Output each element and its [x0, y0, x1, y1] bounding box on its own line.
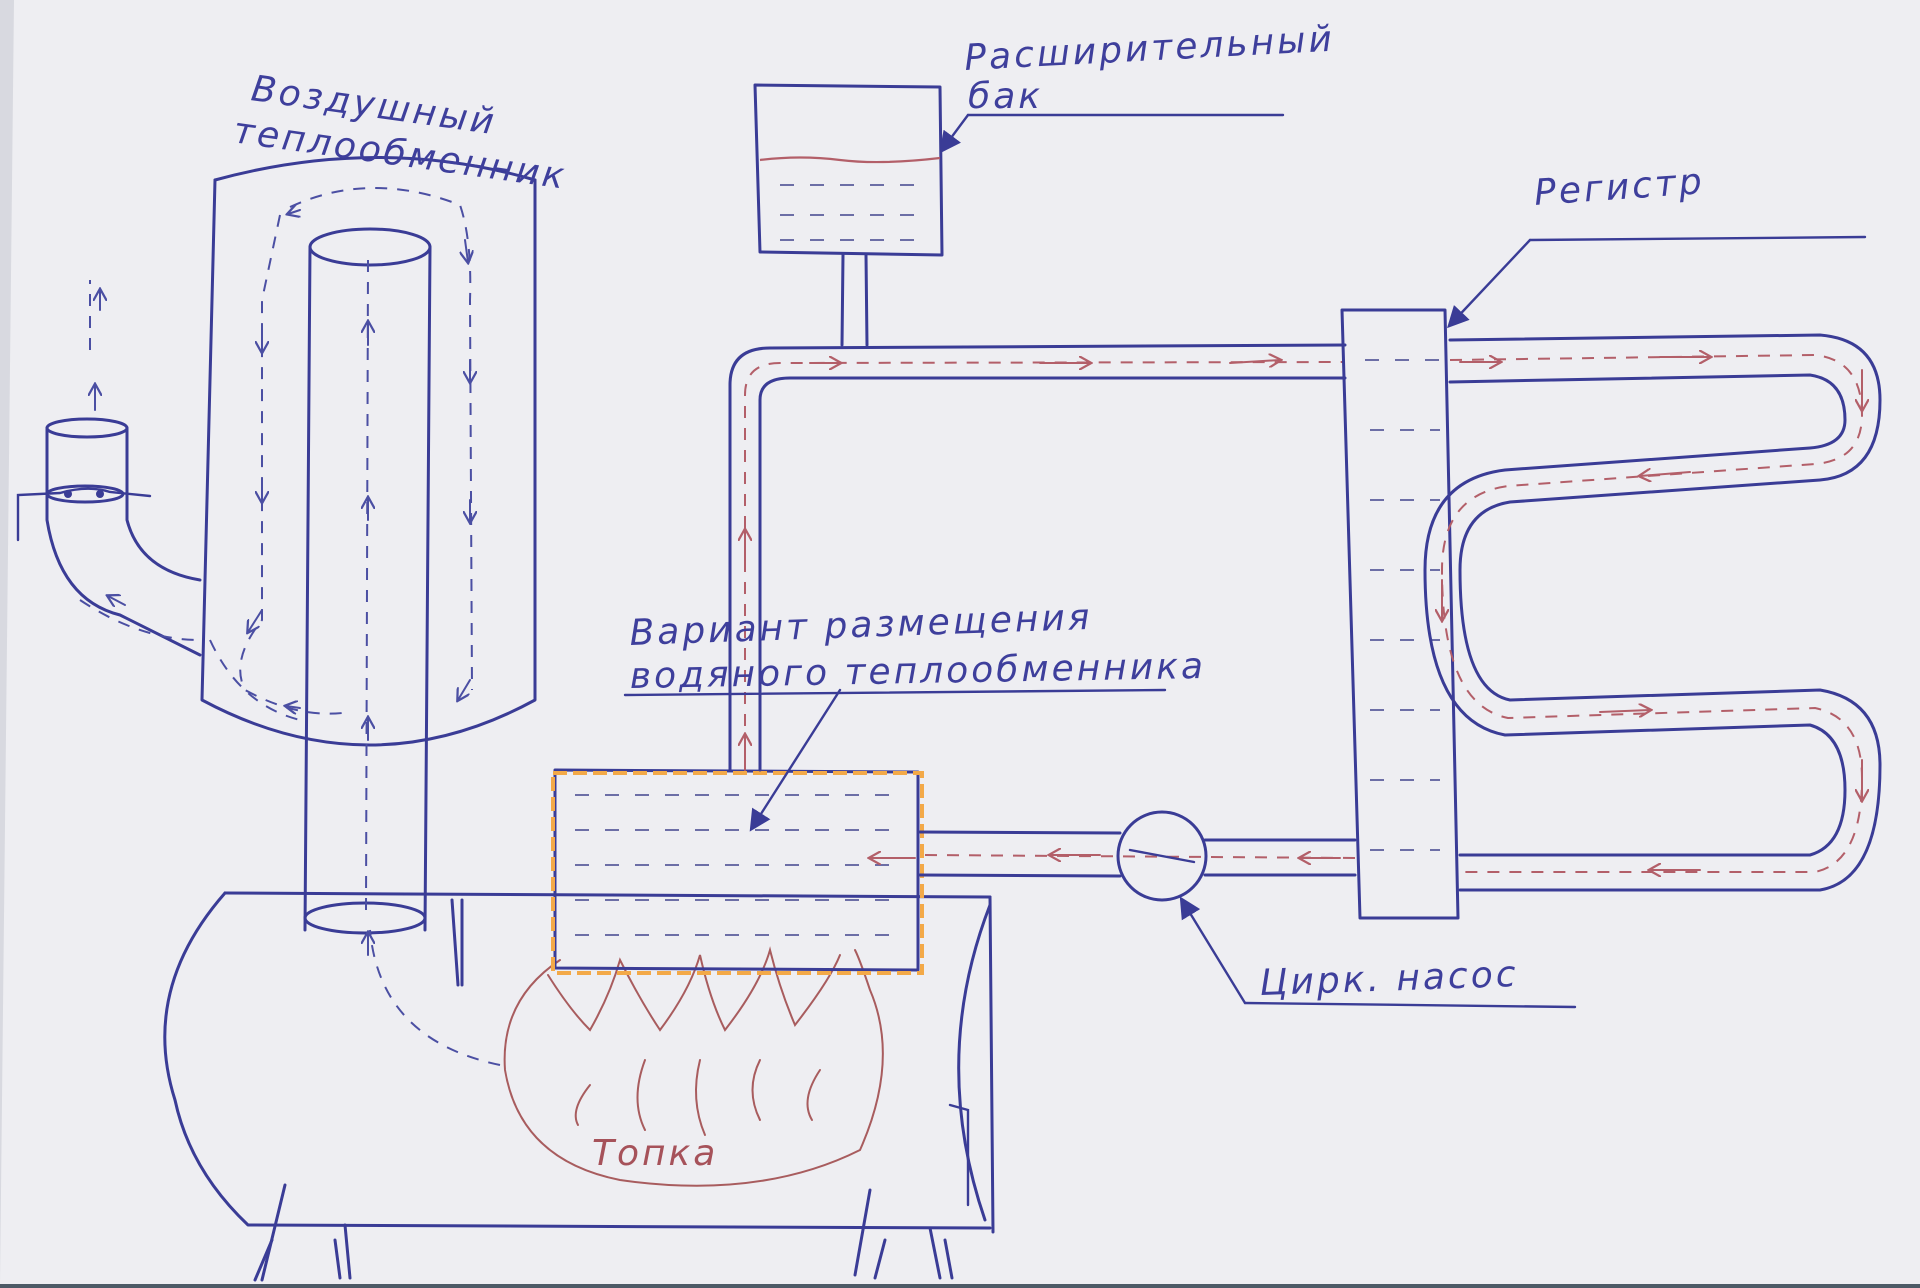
paper-shadow-left — [0, 0, 14, 1284]
fire-flames — [503, 946, 884, 1187]
air-heat-exchanger — [200, 156, 537, 935]
register — [1340, 308, 1882, 920]
supply-pipe — [728, 343, 1347, 772]
water-heat-exchanger — [551, 768, 924, 975]
expansion-tank — [753, 83, 944, 347]
label-firebox: Топка — [592, 1133, 718, 1174]
label-expansion-tank-line2: бак — [968, 76, 1043, 117]
circle-pump-icon[interactable] — [1116, 810, 1208, 902]
label-pump: Цирк. насос — [1259, 954, 1519, 1004]
exhaust-pipe — [45, 280, 202, 657]
damper-icon[interactable] — [16, 484, 152, 542]
callout-water-exchanger: Вариант размещения водяного теплообменни… — [623, 597, 1206, 832]
callout-firebox: Топка — [592, 1133, 718, 1174]
return-pipe — [870, 830, 1357, 878]
label-water-exchanger-line2: водяного теплообменника — [629, 646, 1206, 697]
callout-pump: Цирк. насос — [1179, 896, 1577, 1009]
firebox-body — [163, 891, 995, 1282]
